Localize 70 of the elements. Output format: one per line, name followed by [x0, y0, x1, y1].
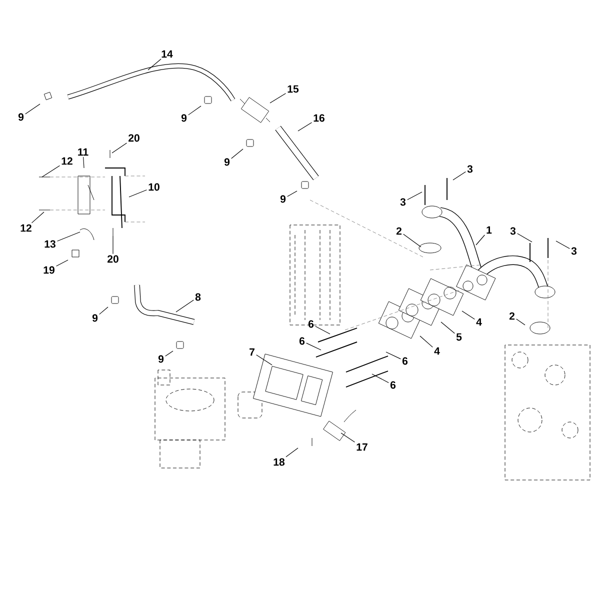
leader-line — [298, 122, 312, 132]
callout-number: 20 — [128, 134, 140, 142]
leader-line — [315, 326, 330, 334]
callout-number: 3 — [510, 227, 516, 235]
leader-line — [56, 260, 68, 266]
leader-line — [188, 106, 202, 116]
callout-number: 3 — [571, 247, 577, 255]
callout-number: 4 — [476, 318, 482, 326]
leader-line — [231, 148, 244, 159]
leader-line — [176, 300, 194, 312]
callout-number: 15 — [288, 85, 299, 93]
leader-line — [287, 190, 298, 197]
callout-number: 6 — [390, 381, 396, 389]
leader-line — [270, 93, 286, 104]
leader-line — [25, 104, 40, 114]
leader-line — [386, 352, 401, 360]
callout-number: 3 — [467, 165, 473, 173]
callout-number: 16 — [314, 114, 324, 122]
callout-number: 12 — [20, 224, 32, 232]
callout-number: 9 — [224, 158, 230, 166]
callout-number: 9 — [92, 314, 98, 322]
leader-line — [372, 374, 389, 384]
callout-number: 3 — [400, 198, 406, 206]
callout-number: 10 — [148, 183, 160, 191]
leader-line — [112, 142, 128, 154]
callout-number: 9 — [18, 113, 24, 121]
leader-line — [452, 172, 466, 180]
leader-line — [286, 448, 298, 458]
callout-number: 13 — [44, 240, 56, 248]
leader-line — [306, 342, 322, 350]
callout-number: 2 — [396, 227, 402, 235]
leader-line — [403, 234, 422, 248]
callout-number: 1 — [486, 226, 492, 234]
leader-line — [99, 306, 108, 315]
leader-line — [256, 354, 272, 366]
callout-number: 9 — [181, 114, 187, 122]
callout-number: 4 — [434, 347, 440, 355]
callout-number: 7 — [250, 348, 254, 356]
leader-line — [420, 336, 433, 348]
leader-line — [42, 165, 60, 178]
callout-number: 9 — [280, 195, 286, 203]
callout-number: 6 — [402, 357, 408, 365]
leader-line — [407, 192, 422, 200]
callout-number: 17 — [356, 443, 368, 451]
callout-number: 2 — [509, 312, 515, 320]
leader-line — [340, 432, 356, 442]
callout-number: 9 — [158, 355, 164, 363]
leader-line — [83, 156, 84, 168]
callout-number: 20 — [108, 255, 118, 263]
callout-number: 18 — [274, 458, 285, 466]
callout-number: 8 — [195, 293, 201, 301]
leader-line — [56, 232, 80, 242]
leader-line — [516, 318, 526, 326]
leader-line — [165, 350, 174, 356]
leader-line — [517, 233, 532, 242]
leader-line — [476, 234, 485, 246]
leader-line — [112, 236, 114, 254]
leader-line — [31, 212, 44, 224]
callout-number: 11 — [78, 148, 88, 156]
leader-line — [148, 58, 162, 70]
leader-line — [556, 240, 570, 249]
callout-number: 5 — [456, 333, 462, 341]
callout-number: 19 — [44, 266, 54, 274]
callout-number: 6 — [308, 320, 314, 328]
leader-line — [462, 310, 475, 320]
leader-line — [128, 190, 148, 198]
callout-number: 6 — [299, 337, 305, 345]
callout-number: 14 — [162, 50, 173, 58]
callout-number: 12 — [62, 157, 72, 165]
leader-line — [440, 322, 455, 334]
